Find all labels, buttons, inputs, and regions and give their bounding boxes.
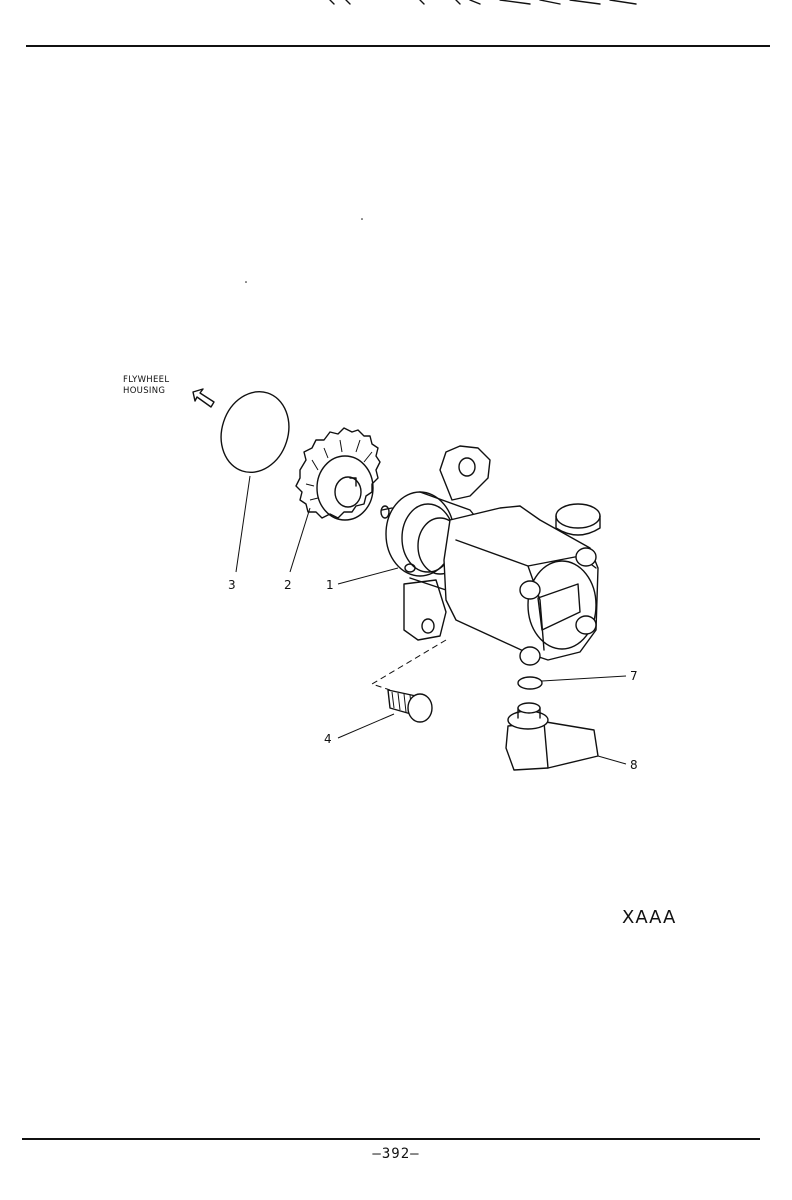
callout-4: 4 <box>324 732 332 746</box>
bottom-rule <box>22 1138 760 1140</box>
flywheel-housing-note: FLYWHEEL HOUSING <box>123 375 169 396</box>
leader-lines <box>235 475 627 765</box>
header-cut-marks <box>329 0 637 5</box>
callout-3: 3 <box>228 578 236 592</box>
callout-2: 2 <box>284 578 292 592</box>
assembly-line <box>370 639 447 691</box>
note-line-2: HOUSING <box>123 386 165 396</box>
callout-7: 7 <box>630 669 638 683</box>
pump-body <box>380 445 601 666</box>
callout-8: 8 <box>630 758 638 772</box>
top-rule <box>26 45 770 47</box>
gear <box>295 427 381 521</box>
elbow-fitting <box>505 702 599 771</box>
stray-dot <box>245 281 247 283</box>
o-ring-large <box>220 390 290 474</box>
page-number: —392— <box>372 1146 420 1162</box>
note-line-1: FLYWHEEL <box>123 375 169 385</box>
bolt <box>387 689 433 723</box>
stray-dot <box>361 218 363 220</box>
o-ring-small <box>517 676 543 690</box>
direction-arrow-icon <box>192 388 215 408</box>
callout-1: 1 <box>326 578 334 592</box>
drawing-code: XAAA <box>622 907 677 928</box>
